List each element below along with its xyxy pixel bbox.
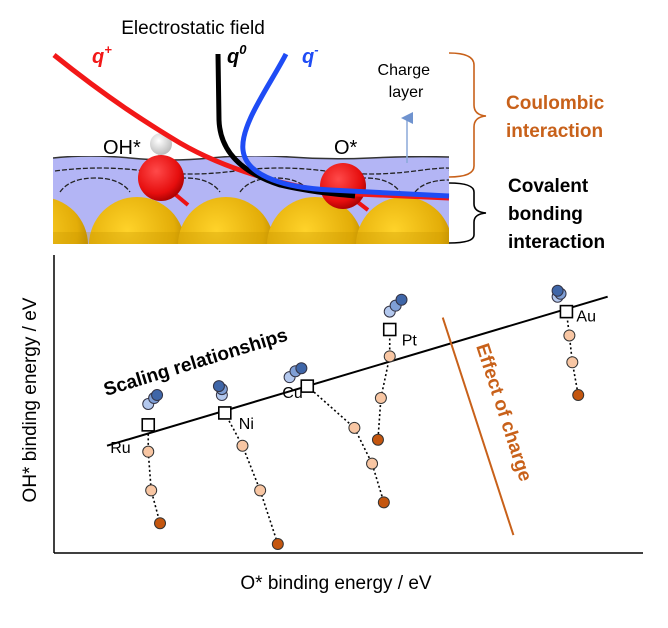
positive-charge-point xyxy=(142,445,155,458)
positive-charge-point xyxy=(366,457,379,470)
charge-trajectory xyxy=(306,385,385,503)
hydrogen-atom xyxy=(150,133,172,155)
metal-atom xyxy=(89,197,185,244)
oxygen-atom xyxy=(138,155,184,201)
scaling-line xyxy=(106,295,608,447)
series-au: Au xyxy=(551,284,596,402)
curve-q-negative xyxy=(240,52,450,199)
label-q-negative: q- xyxy=(302,42,319,68)
electrostatic-field-title: Electrostatic field xyxy=(121,18,265,39)
charge-trajectory xyxy=(224,412,279,545)
positive-charge-point xyxy=(371,433,384,446)
positive-charge-point xyxy=(572,389,585,402)
metal-label: Pt xyxy=(402,333,418,350)
series-layer: Ru Ni Cu Pt Au xyxy=(110,284,596,551)
series-pt: Pt xyxy=(371,293,418,446)
metal-label: Au xyxy=(576,309,596,326)
neutral-point xyxy=(559,304,574,319)
charge-trajectory xyxy=(565,311,579,396)
oh-adsorbate xyxy=(138,133,190,207)
negative-charge-point xyxy=(212,380,225,393)
negative-charge-point xyxy=(551,284,564,297)
label-oh-adsorbate: OH* xyxy=(103,137,141,159)
metal-label: Ru xyxy=(110,440,130,457)
positive-charge-point xyxy=(374,392,387,405)
scaling-relationships-label: Scaling relationships xyxy=(101,325,290,401)
y-axis-label: OH* binding energy / eV xyxy=(20,297,41,502)
effect-of-charge-line xyxy=(441,317,515,536)
positive-charge-point xyxy=(145,484,158,497)
label-q-positive: q+ xyxy=(92,42,112,68)
neutral-point xyxy=(382,322,397,337)
positive-charge-point xyxy=(154,517,167,530)
coulombic-label: Coulombic interaction xyxy=(506,93,609,142)
positive-charge-point xyxy=(377,496,390,509)
metal-atoms xyxy=(53,197,449,244)
neutral-point xyxy=(218,406,232,420)
metal-atom xyxy=(356,197,449,244)
series-ru: Ru xyxy=(110,389,167,530)
neutral-point xyxy=(141,418,156,432)
positive-charge-point xyxy=(566,356,579,369)
charge-trajectory xyxy=(377,329,391,440)
positive-charge-point xyxy=(271,538,284,551)
label-q-neutral: q0 xyxy=(227,42,247,68)
metal-atom xyxy=(53,198,88,244)
covalent-brace xyxy=(448,182,487,244)
neutral-point xyxy=(300,379,315,393)
series-ni: Ni xyxy=(212,380,284,551)
positive-charge-point xyxy=(383,350,396,363)
negative-charge-point xyxy=(295,362,308,375)
series-cu: Cu xyxy=(282,362,390,509)
positive-charge-point xyxy=(236,439,249,452)
charge-layer-label: Charge layer xyxy=(378,62,435,101)
effect-of-charge-label: Effect of charge xyxy=(471,341,535,484)
metal-label: Cu xyxy=(282,385,302,402)
surface-illustration: Electrostatic field q+ q0 q- OH* O* Char… xyxy=(52,18,609,253)
positive-charge-point xyxy=(254,484,267,497)
positive-charge-point xyxy=(348,421,361,434)
metal-atom xyxy=(267,197,363,244)
negative-charge-point xyxy=(151,389,164,402)
covalent-label: Covalent bonding interaction xyxy=(508,176,605,253)
coulombic-brace xyxy=(448,52,487,178)
negative-charge-point xyxy=(395,293,408,306)
metal-atom xyxy=(178,197,274,244)
metal-label: Ni xyxy=(239,416,254,433)
scaling-chart: O* binding energy / eV OH* binding energ… xyxy=(20,255,643,594)
charge-trajectory xyxy=(147,424,161,524)
oxygen-atom xyxy=(320,163,366,209)
x-axis-label: O* binding energy / eV xyxy=(240,573,432,594)
label-o-adsorbate: O* xyxy=(334,137,358,159)
positive-charge-point xyxy=(563,329,576,342)
